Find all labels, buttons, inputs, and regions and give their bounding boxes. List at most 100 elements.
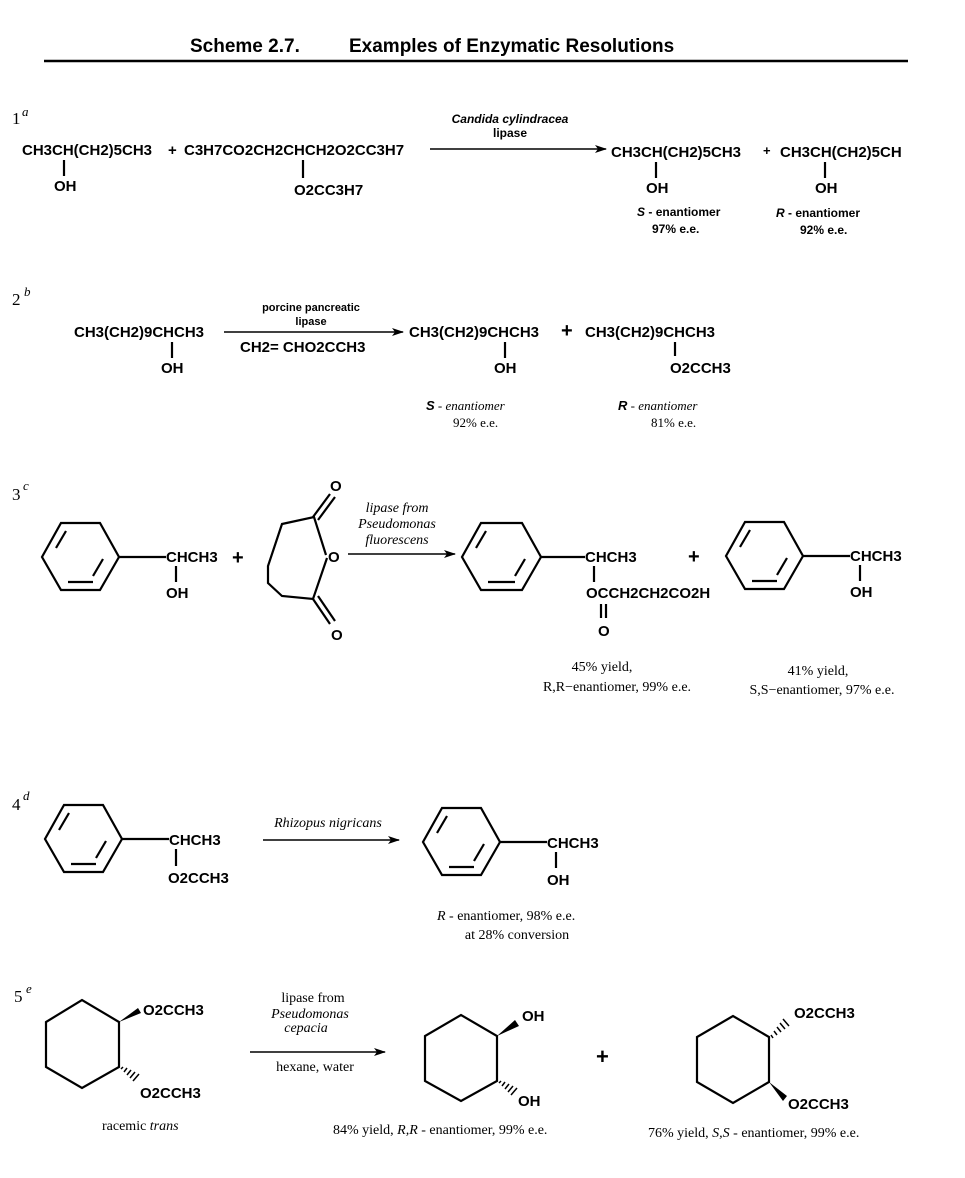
ring-double-bond bbox=[55, 530, 67, 549]
reaction-4: 4 d CHCH3 O2CCH3 Rhizopus nigricans CHCH… bbox=[12, 788, 599, 943]
product-plus-sign: + bbox=[688, 546, 700, 568]
product-1-ee: 97% e.e. bbox=[652, 222, 699, 236]
product-1-formula: CH3CH(CH2)5CH3 bbox=[611, 144, 741, 161]
reactant-1-ester: O2CCH3 bbox=[168, 870, 229, 887]
ring-double-bond bbox=[58, 812, 70, 831]
product-2-hydroxyl: OH bbox=[815, 180, 838, 197]
benzene-ring bbox=[43, 803, 124, 874]
product-1-ester: OCCH2CH2CO2H bbox=[586, 585, 710, 602]
ring-double-bond bbox=[473, 843, 485, 862]
reaction-footnote: b bbox=[24, 284, 31, 299]
product-1-yield: 45% yield, bbox=[572, 660, 633, 675]
carbonyl-bond bbox=[317, 595, 336, 622]
scheme-title-text: Examples of Enzymatic Resolutions bbox=[349, 36, 674, 57]
ring-bonds bbox=[695, 1014, 771, 1105]
product-1-conversion: at 28% conversion bbox=[465, 928, 569, 943]
succinic-anhydride: O O O bbox=[266, 478, 343, 644]
ring-double-bond bbox=[95, 840, 107, 859]
ring-double-bond bbox=[776, 557, 788, 576]
carbonyl-oxygen-bottom: O bbox=[331, 627, 343, 644]
acyl-donor-reagent: CH2= CHO2CCH3 bbox=[240, 339, 365, 356]
reactant-1-formula: CH3CH(CH2)5CH3 bbox=[22, 142, 152, 159]
product-plus-sign: + bbox=[561, 320, 573, 342]
reaction-5: 5 e O2CCH3 O2CCH3 racemic trans lipase f… bbox=[14, 981, 859, 1141]
cyclohexane-ring bbox=[423, 1013, 519, 1103]
ring-bonds bbox=[724, 520, 805, 591]
product-2-hydroxyl: OH bbox=[850, 584, 873, 601]
wedge-bond bbox=[119, 1008, 141, 1022]
product-2-chain: CHCH3 bbox=[850, 548, 902, 565]
reaction-2: 2 b CH3(CH2)9CHCH3 OH porcine pancreatic… bbox=[12, 284, 731, 430]
product-plus-sign: + bbox=[763, 143, 771, 158]
reactant-2-ester: O2CC3H7 bbox=[294, 182, 363, 199]
product-2-ee: 92% e.e. bbox=[800, 223, 847, 237]
enzyme-line-2: Pseudomonas bbox=[270, 1007, 349, 1022]
enzyme-type: lipase bbox=[295, 316, 326, 328]
product-2-stereo-label: R - enantiomer bbox=[776, 206, 860, 220]
reaction-footnote: e bbox=[26, 981, 32, 996]
reactant-1-hydroxyl: OH bbox=[166, 585, 189, 602]
enzyme-line-2: Pseudomonas bbox=[357, 517, 436, 532]
plus-sign: + bbox=[168, 142, 177, 159]
product-1-formula: CH3(CH2)9CHCH3 bbox=[409, 324, 539, 341]
carbonyl-bond bbox=[312, 598, 331, 625]
scheme-number: Scheme 2.7. bbox=[190, 36, 300, 57]
reactant-1-formula: CH3(CH2)9CHCH3 bbox=[74, 324, 204, 341]
reactant-1-bottom-ester: O2CCH3 bbox=[140, 1085, 201, 1102]
hash-bond bbox=[120, 1066, 140, 1082]
cyclohexane-ring bbox=[44, 998, 141, 1090]
reactant-1-chain: CHCH3 bbox=[169, 832, 221, 849]
ring-oxygen: O bbox=[328, 549, 340, 566]
reaction-number: 1 bbox=[12, 109, 21, 128]
ring-double-bond bbox=[92, 558, 104, 577]
benzene-ring bbox=[724, 520, 805, 591]
product-1-ee: 92% e.e. bbox=[453, 415, 498, 430]
benzene-ring bbox=[421, 806, 502, 877]
ring-bonds bbox=[40, 521, 121, 592]
product-2-formula: CH3(CH2)9CHCH3 bbox=[585, 324, 715, 341]
carbonyl-bond bbox=[317, 496, 336, 521]
enzyme-line-1: lipase from bbox=[366, 501, 429, 516]
benzene-ring bbox=[460, 521, 543, 592]
product-1-stereo-label: S - enantiomer bbox=[637, 205, 721, 219]
reaction-footnote: c bbox=[23, 478, 29, 493]
product-1-stereo-label: S - enantiomer bbox=[426, 398, 506, 413]
reaction-footnote: d bbox=[23, 788, 30, 803]
product-2-formula: CH3CH(CH2)5CH bbox=[780, 144, 902, 161]
hash-bond bbox=[770, 1018, 790, 1039]
enzyme-type: lipase bbox=[493, 126, 527, 140]
cyclohexane-ring bbox=[695, 1014, 790, 1105]
product-1-stereo-label: R - enantiomer, 98% e.e. bbox=[436, 909, 575, 924]
ring-bonds bbox=[266, 515, 329, 601]
ring-bonds bbox=[421, 806, 502, 877]
carbonyl-oxygen-top: O bbox=[330, 478, 342, 495]
ring-double-bond bbox=[514, 558, 526, 577]
reaction-number: 4 bbox=[12, 795, 21, 814]
ring-double-bond bbox=[436, 815, 448, 834]
hash-bond bbox=[498, 1080, 518, 1096]
product-2-top-ester: O2CCH3 bbox=[794, 1005, 855, 1022]
enzyme-name: Rhizopus nigricans bbox=[273, 816, 382, 831]
enzyme-line-3: fluorescens bbox=[365, 533, 429, 548]
reaction-number: 5 bbox=[14, 987, 23, 1006]
enzyme-line-3: cepacia bbox=[284, 1021, 328, 1036]
product-2-yield: 41% yield, bbox=[788, 664, 849, 679]
reactant-1-top-ester: O2CCH3 bbox=[143, 1002, 204, 1019]
product-1-hydroxyl: OH bbox=[494, 360, 517, 377]
product-2-bottom-ester: O2CCH3 bbox=[788, 1096, 849, 1113]
product-1-top-hydroxyl: OH bbox=[522, 1008, 545, 1025]
product-2-stereo-label: R - enantiomer bbox=[618, 398, 698, 413]
enzyme-name: porcine pancreatic bbox=[262, 302, 360, 314]
solvent-label: hexane, water bbox=[276, 1060, 354, 1075]
product-2-description: S,S−enantiomer, 97% e.e. bbox=[750, 683, 895, 698]
carbonyl-bond bbox=[312, 493, 331, 518]
ring-bonds bbox=[44, 998, 121, 1090]
product-2-yield-line: 76% yield, S,S - enantiomer, 99% e.e. bbox=[648, 1126, 859, 1141]
reactant-1-hydroxyl: OH bbox=[54, 178, 77, 195]
reaction-number: 2 bbox=[12, 290, 21, 309]
benzene-ring bbox=[40, 521, 121, 592]
product-1-description: R,R−enantiomer, 99% e.e. bbox=[543, 680, 691, 695]
wedge-bond bbox=[497, 1020, 519, 1036]
product-1-hydroxyl: OH bbox=[547, 872, 570, 889]
